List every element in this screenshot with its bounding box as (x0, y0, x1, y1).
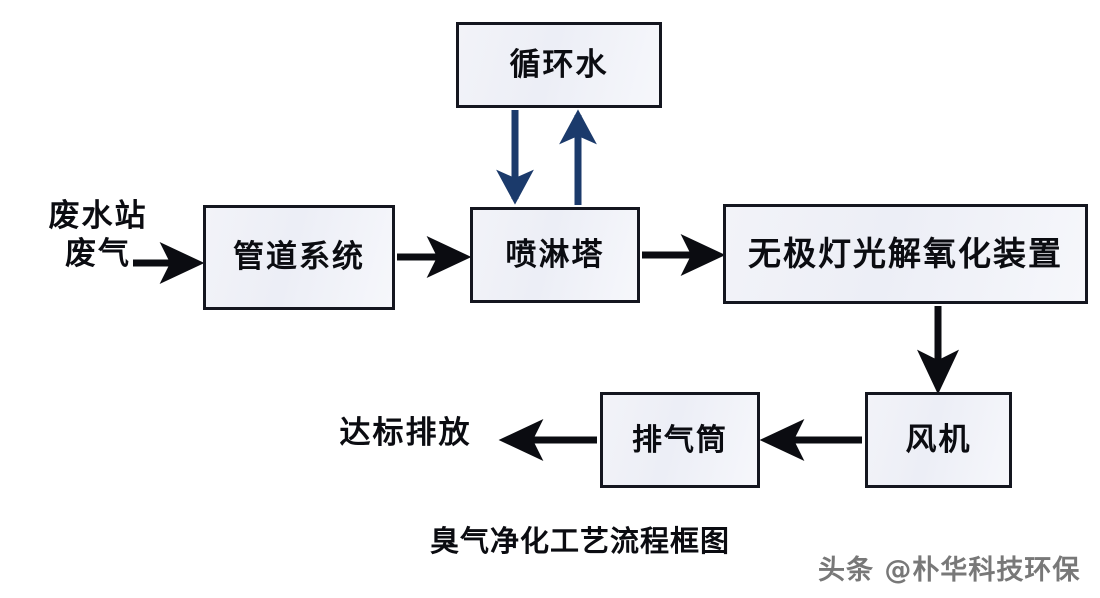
node-fan-label: 风机 (905, 421, 972, 458)
node-oxidation-device-label: 无极灯光解氧化装置 (748, 233, 1063, 273)
node-fan[interactable]: 风机 (865, 392, 1012, 488)
node-circulating-water[interactable]: 循环水 (456, 22, 662, 108)
diagram-caption: 臭气净化工艺流程框图 (429, 524, 730, 558)
label-waste-gas-source: 废水站 废气 (48, 198, 148, 272)
watermark: 头条 @朴华科技环保 (818, 555, 1081, 586)
node-circulating-water-label: 循环水 (509, 46, 609, 83)
node-exhaust-stack[interactable]: 排气筒 (600, 392, 760, 488)
label-standard-discharge: 达标排放 (339, 415, 472, 451)
node-oxidation-device[interactable]: 无极灯光解氧化装置 (723, 204, 1088, 304)
node-exhaust-stack-label: 排气筒 (632, 422, 728, 458)
node-spray-tower-label: 喷淋塔 (505, 236, 605, 273)
node-spray-tower[interactable]: 喷淋塔 (470, 207, 640, 303)
node-pipeline-system[interactable]: 管道系统 (203, 205, 395, 310)
node-pipeline-system-label: 管道系统 (233, 239, 365, 276)
